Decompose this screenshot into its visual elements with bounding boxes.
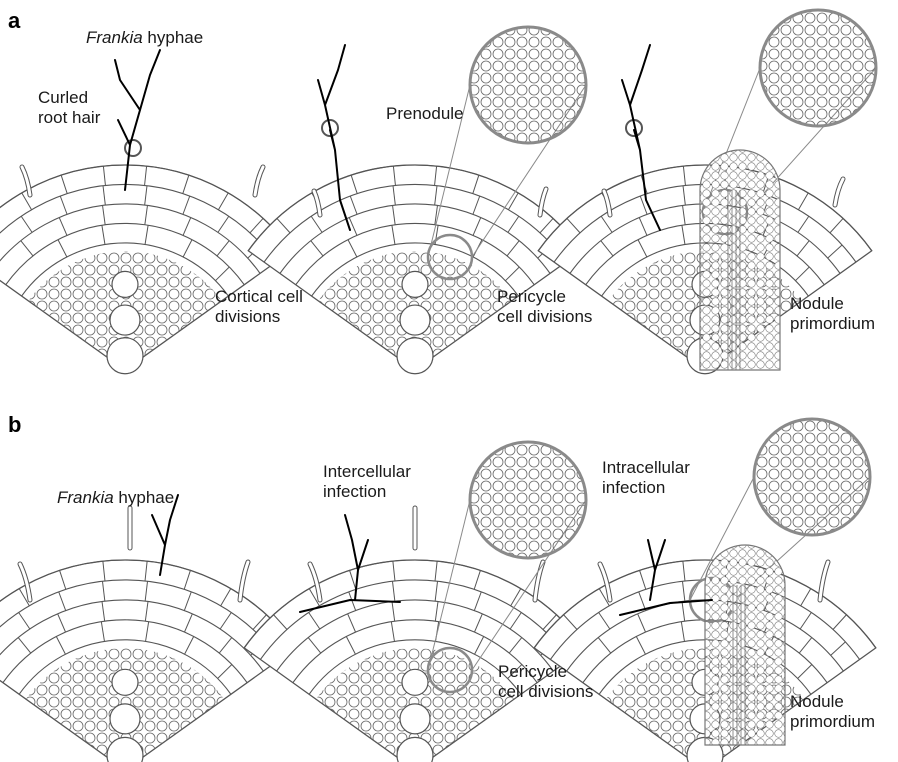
curled-root-hair-label: Curledroot hair — [38, 88, 100, 128]
xylem-vessel — [112, 669, 138, 695]
root-section-b1 — [0, 560, 296, 762]
xylem-vessel — [397, 338, 433, 374]
prenodule-label: Prenodule — [386, 104, 464, 124]
intracellular-infection-label: Intracellularinfection — [602, 458, 690, 498]
xylem-vessel — [107, 338, 143, 374]
root-section-a1 — [0, 165, 292, 374]
zoom-inset-circle — [754, 419, 870, 535]
nodule-primordium-label-a: Noduleprimordium — [790, 294, 875, 334]
zoom-inset-circle — [470, 27, 586, 143]
panel-label-a: a — [8, 8, 20, 34]
xylem-vessel — [402, 271, 428, 297]
xylem-vessel — [400, 305, 430, 335]
frankia-hyphae-label-b: Frankia hyphae — [57, 488, 174, 508]
zoom-inset-circle — [470, 442, 586, 558]
xylem-vessel — [110, 704, 140, 734]
xylem-vessel — [112, 271, 138, 297]
frankia-hyphae-label-a: Frankia hyphae — [86, 28, 203, 48]
xylem-vessel — [402, 669, 428, 695]
xylem-vessel — [400, 704, 430, 734]
nodule-primordium-label-b: Noduleprimordium — [790, 692, 875, 732]
xylem-vessel — [110, 305, 140, 335]
root-section-a2 — [248, 165, 582, 374]
zoom-inset-circle — [760, 10, 876, 126]
panel-label-b: b — [8, 412, 21, 438]
curled-root-hair — [125, 140, 141, 156]
